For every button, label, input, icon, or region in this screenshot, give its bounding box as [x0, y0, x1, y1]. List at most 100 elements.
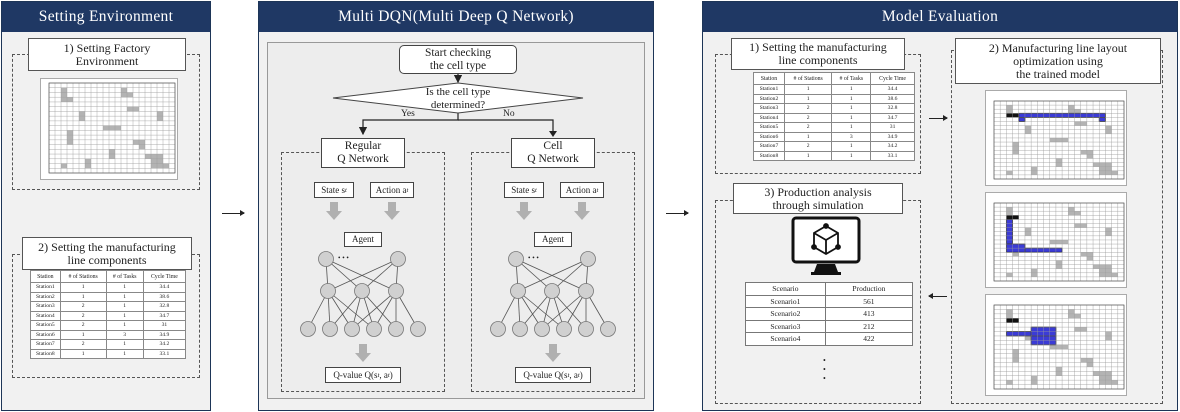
decision-diamond — [332, 82, 584, 114]
down-arrow-icon — [545, 344, 561, 362]
table-cell: 34.2 — [142, 339, 187, 350]
no-label: No — [503, 109, 515, 119]
table-cell: 1 — [831, 112, 872, 123]
table-cell: 1 — [105, 320, 144, 331]
state-text: State s — [511, 184, 535, 195]
state-text: State s — [321, 184, 345, 195]
nn-node — [534, 321, 550, 337]
table-cell: 34.7 — [142, 310, 187, 321]
table-cell: 34.4 — [142, 282, 187, 293]
flow-arrow-4 — [928, 292, 947, 300]
table-cell: Scenario1 — [745, 294, 826, 308]
table-cell: 31 — [870, 122, 915, 133]
production-line1: 3) Production analysis — [764, 184, 872, 199]
table-cell: 34.4 — [870, 84, 915, 95]
table-cell: 32.8 — [142, 301, 187, 312]
table-cell: 38.6 — [142, 291, 187, 302]
flow-arrow-3 — [929, 114, 948, 122]
layout-result-1 — [985, 90, 1127, 186]
table-cell: 1 — [783, 150, 833, 161]
table-cell: Scenario2 — [745, 307, 826, 321]
col-header: Station — [753, 72, 785, 85]
agent-text: Agent — [542, 234, 564, 244]
table-cell: 3 — [831, 131, 872, 142]
table-cell: 1 — [59, 348, 107, 359]
nn-node — [578, 321, 594, 337]
nn-node — [490, 321, 506, 337]
table-cell: 1 — [783, 131, 833, 142]
table-cell: 1 — [105, 282, 144, 293]
setting-environment-panel: Setting Environment 1) Setting Factory E… — [1, 1, 211, 411]
nn-node — [322, 321, 338, 337]
table-cell: 1 — [105, 291, 144, 302]
table-cell: Station1 — [30, 282, 61, 293]
nn-node — [578, 283, 594, 299]
table-cell: 33.1 — [142, 348, 187, 359]
col-header: # of Tasks — [105, 270, 144, 283]
production-label: 3) Production analysis through simulatio… — [733, 183, 903, 214]
cell-line2: Q Network — [527, 153, 579, 165]
nn-dots: • • • — [338, 254, 349, 262]
nn-node — [354, 283, 370, 299]
qvalue-mid: , a — [379, 369, 388, 380]
layout-line1: 2) Manufacturing line layout — [988, 40, 1128, 55]
factory-env-label-line2: Environment — [75, 53, 139, 68]
table-cell: 1 — [831, 103, 872, 114]
nn-node — [366, 321, 382, 337]
table-cell: Station2 — [753, 93, 785, 104]
regular-line2: Q Network — [337, 153, 389, 165]
factory-grid-image — [40, 78, 178, 180]
nn-dots: • • • — [528, 254, 539, 262]
multi-dqn-panel: Multi DQN(Multi Deep Q Network) Start ch… — [258, 1, 654, 411]
neural-network-icon — [300, 251, 426, 337]
table-cell: 413 — [824, 307, 914, 321]
table-cell: 34.9 — [142, 329, 187, 340]
table-cell: 3 — [105, 329, 144, 340]
action-sub: t — [596, 186, 599, 194]
table-cell: 1 — [59, 291, 107, 302]
table-cell: 31 — [142, 320, 187, 331]
layout-result-2 — [985, 192, 1127, 288]
nn-node — [388, 283, 404, 299]
table-cell: 1 — [831, 141, 872, 152]
table-cell: Station6 — [753, 131, 785, 142]
decision-text: Is the cell type determined? — [383, 86, 533, 111]
down-arrow-icon — [574, 202, 590, 220]
table-cell: Station5 — [30, 320, 61, 331]
table-cell: 2 — [59, 310, 107, 321]
table-cell: Station8 — [753, 150, 785, 161]
down-arrow-icon — [384, 202, 400, 220]
table-cell: 2 — [783, 122, 833, 133]
agent-text: Agent — [352, 234, 374, 244]
action-text: Action a — [565, 184, 597, 195]
table-cell: 34.7 — [870, 112, 915, 123]
qvalue-sub2: t — [387, 371, 390, 379]
nn-node — [544, 283, 560, 299]
table-cell: Station2 — [30, 291, 61, 302]
table-cell: Station1 — [753, 84, 785, 95]
table-cell: 1 — [105, 339, 144, 350]
yes-label: Yes — [401, 109, 415, 119]
table-cell: 1 — [105, 310, 144, 321]
nn-node — [300, 321, 316, 337]
agent-box: Agent — [344, 232, 382, 247]
panel-title-multi-dqn: Multi DQN(Multi Deep Q Network) — [259, 2, 653, 32]
layout-line3: the trained model — [1016, 66, 1100, 81]
table-cell: 1 — [831, 150, 872, 161]
table-cell: Station7 — [753, 141, 785, 152]
table-cell: 2 — [783, 141, 833, 152]
qvalue-text: Q-value Q(s — [333, 369, 378, 380]
